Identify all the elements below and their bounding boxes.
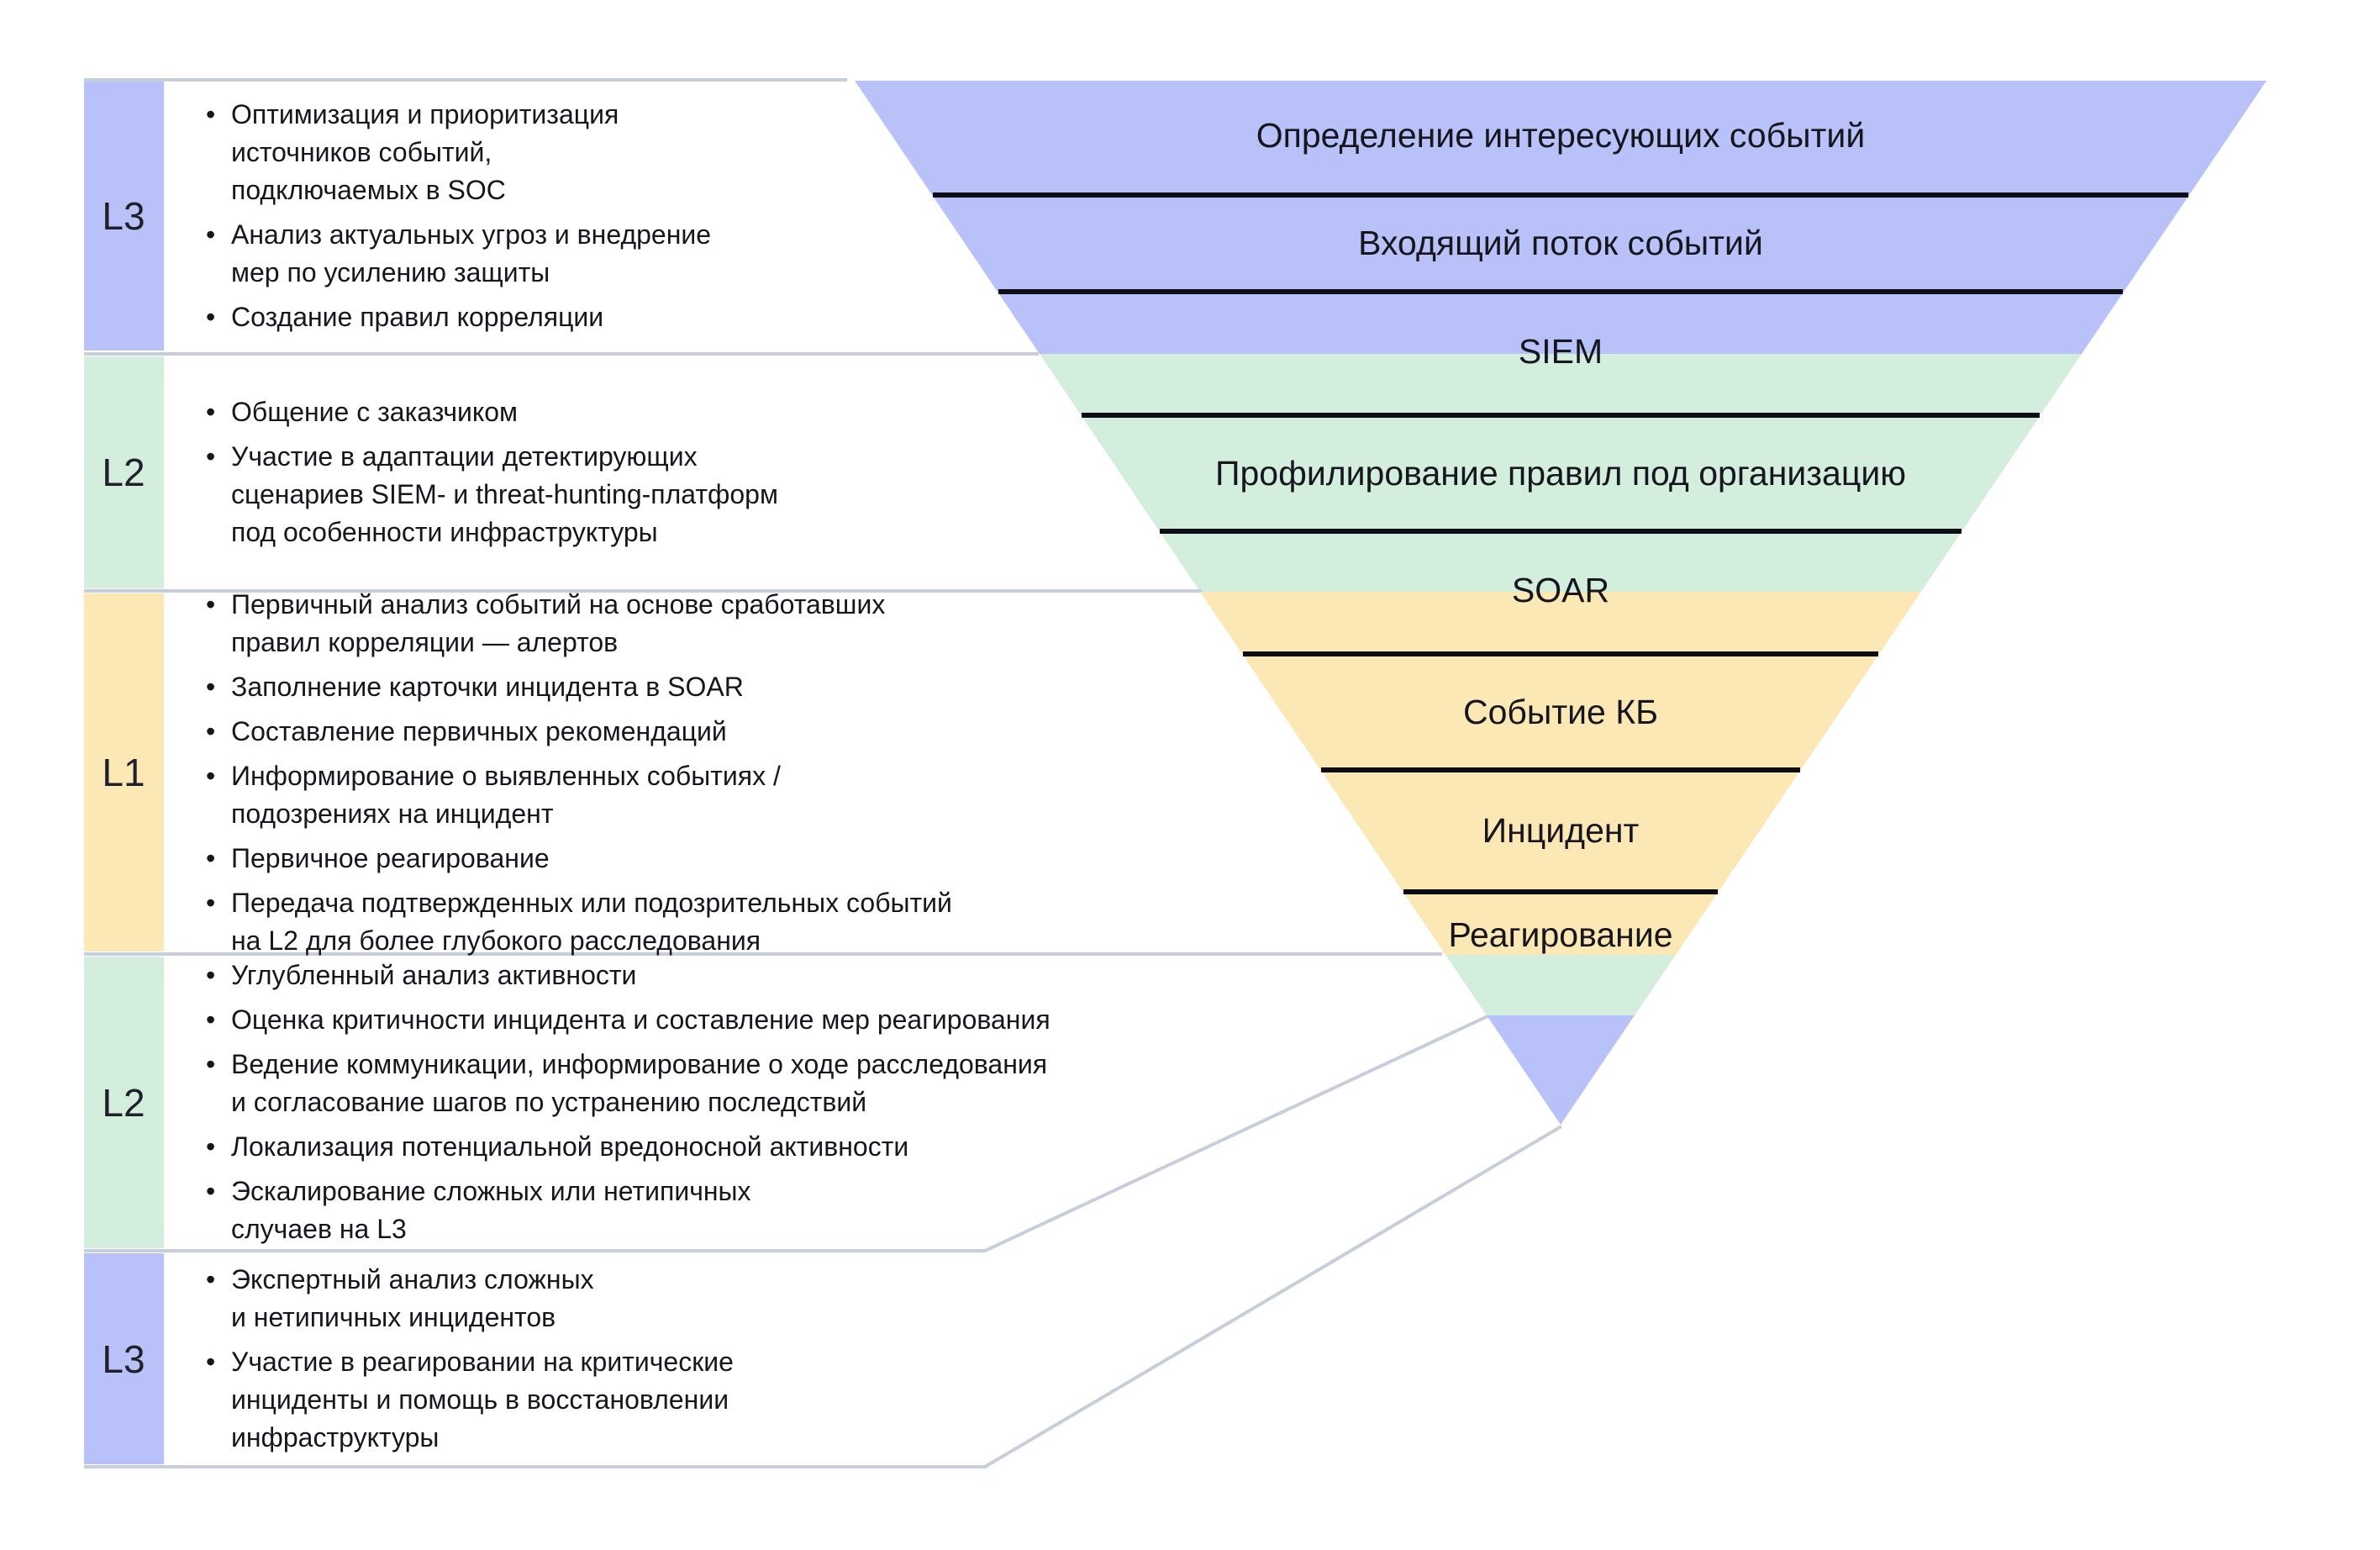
funnel-band-soar-yellow	[1200, 592, 1921, 955]
bullet-dot-icon: •	[206, 1347, 216, 1377]
level-tab-label: L1	[102, 751, 145, 794]
level-row-l3-top: •Оптимизация и приоритизация источников …	[164, 81, 1265, 351]
connector-line-l3	[84, 1125, 1563, 1468]
bullet-item: •Оценка критичности инцидента и составле…	[206, 1001, 1265, 1039]
funnel-stage-label: Определение интересующих событий	[1256, 116, 1865, 155]
level-tab-l2-top	[84, 356, 164, 588]
bullet-item: •Общение с заказчиком	[206, 393, 1265, 431]
bullet-item: •Анализ актуальных угроз и внедрение мер…	[206, 216, 1265, 292]
funnel-stage-label: Входящий поток событий	[1358, 224, 1763, 262]
bullet-dot-icon: •	[206, 99, 216, 129]
level-row-l2-top: •Общение с заказчиком •Участие в адаптац…	[164, 356, 1265, 589]
funnel-band-tip-green	[1445, 955, 1676, 1015]
level-tab-label: L2	[102, 451, 145, 494]
level-row-l2-bottom: •Углубленный анализ активности •Оценка к…	[164, 956, 1265, 1249]
bullet-item: •Составление первичных рекомендаций	[206, 713, 1265, 751]
bullet-dot-icon: •	[206, 397, 216, 427]
bullet-dot-icon: •	[206, 1176, 216, 1206]
funnel-stage-label: SIEM	[1519, 332, 1603, 371]
bullet-item: •Информирование о выявленных событиях / …	[206, 757, 1265, 833]
bullet-dot-icon: •	[206, 588, 216, 619]
bullet-dot-icon: •	[206, 887, 216, 918]
bullet-item: •Ведение коммуникации, информирование о …	[206, 1046, 1265, 1121]
level-row-l3-bottom: •Экспертный анализ сложных и нетипичных …	[164, 1252, 1265, 1465]
bullet-item: •Локализация потенциальной вредоносной а…	[206, 1128, 1265, 1166]
bullet-item: •Эскалирование сложных или нетипичных сл…	[206, 1173, 1265, 1248]
bullet-dot-icon: •	[206, 842, 216, 873]
level-tab-label: L3	[102, 1337, 145, 1381]
level-tab-l2-bottom	[84, 957, 164, 1248]
bullet-item: •Участие в адаптации детектирующих сцена…	[206, 438, 1265, 551]
bullet-dot-icon: •	[206, 1004, 216, 1035]
bullet-dot-icon: •	[206, 715, 216, 746]
bullet-item: •Участие в реагировании на критические и…	[206, 1343, 1265, 1457]
level-tab-label: L2	[102, 1081, 145, 1125]
funnel-stage-label: Профилирование правил под организацию	[1215, 454, 1906, 493]
funnel-stage-label: SOAR	[1512, 571, 1609, 609]
bullet-dot-icon: •	[206, 219, 216, 250]
bullet-item: •Передача подтвержденных или подозритель…	[206, 884, 1265, 960]
bullet-list: •Экспертный анализ сложных и нетипичных …	[206, 1254, 1265, 1463]
bullet-item: •Экспертный анализ сложных и нетипичных …	[206, 1261, 1265, 1336]
bullet-item: •Углубленный анализ активности	[206, 957, 1265, 994]
bullet-dot-icon: •	[206, 1049, 216, 1079]
level-tab-label: L3	[102, 194, 145, 238]
funnel-band-tip-blue	[1487, 1015, 1635, 1125]
bullet-list: •Оптимизация и приоритизация источников …	[206, 89, 1265, 343]
bullet-item: •Первичное реагирование	[206, 840, 1265, 878]
funnel-stage-label: Реагирование	[1448, 915, 1672, 954]
level-row-l1: •Первичный анализ событий на основе сраб…	[164, 589, 1265, 956]
funnel-band-events-blue	[855, 81, 2267, 354]
bullet-list: •Углубленный анализ активности •Оценка к…	[206, 950, 1265, 1255]
bullet-dot-icon: •	[206, 302, 216, 332]
bullet-dot-icon: •	[206, 1131, 216, 1162]
funnel-stage-label: Инцидент	[1482, 811, 1640, 850]
bullet-dot-icon: •	[206, 760, 216, 791]
bullet-dot-icon: •	[206, 960, 216, 990]
connector-line-l2	[84, 1015, 1488, 1252]
bullet-dot-icon: •	[206, 1264, 216, 1294]
bullet-dot-icon: •	[206, 441, 216, 472]
bullet-list: •Первичный анализ событий на основе сраб…	[206, 579, 1265, 967]
bullet-list: •Общение с заказчиком •Участие в адаптац…	[206, 387, 1265, 558]
level-tab-l3-bottom	[84, 1253, 164, 1464]
bullet-item: •Оптимизация и приоритизация источников …	[206, 96, 1265, 209]
bullet-item: •Заполнение карточки инцидента в SOAR	[206, 668, 1265, 706]
bullet-item: •Первичный анализ событий на основе сраб…	[206, 586, 1265, 662]
bullet-item: •Создание правил корреляции	[206, 298, 1265, 336]
level-tab-l3-top	[84, 82, 164, 351]
level-tab-l1	[84, 593, 164, 952]
bullet-dot-icon: •	[206, 671, 216, 702]
funnel-stage-label: Событие КБ	[1463, 693, 1658, 731]
